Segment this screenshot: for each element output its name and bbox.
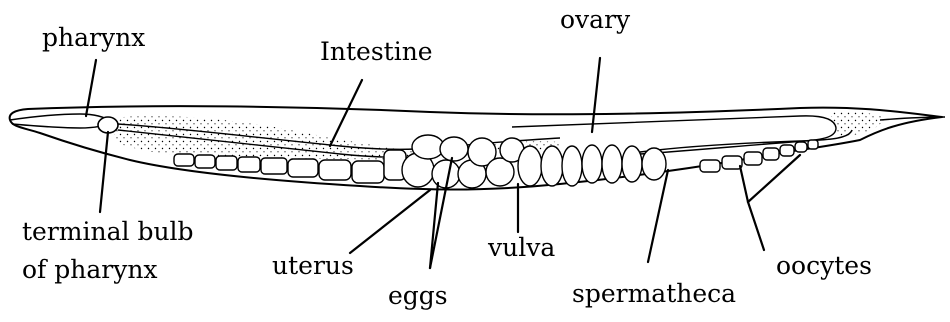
- intestine-posterior: [640, 130, 852, 154]
- label-vulva: vulva: [488, 234, 555, 262]
- label-ovary: ovary: [560, 6, 630, 34]
- leader-oocytes-1: [740, 166, 748, 202]
- label-spermatheca: spermatheca: [572, 280, 736, 308]
- leader-uterus: [350, 190, 430, 253]
- label-eggs: eggs: [388, 282, 448, 310]
- leader-terminal-bulb: [100, 132, 108, 212]
- leader-intestine: [330, 80, 362, 146]
- leader-spermatheca: [648, 170, 668, 262]
- label-intestine: Intestine: [320, 38, 433, 66]
- label-terminal-bulb-line2: of pharynx: [22, 256, 158, 284]
- label-oocytes: oocytes: [776, 252, 872, 280]
- label-uterus: uterus: [272, 252, 354, 280]
- label-pharynx: pharynx: [42, 24, 145, 52]
- leader-ovary: [592, 58, 600, 132]
- leader-oocytes-3: [748, 202, 764, 250]
- leader-eggs-1: [430, 183, 438, 268]
- terminal-bulb: [98, 117, 118, 133]
- head-mouth: [10, 114, 112, 128]
- label-terminal-bulb-line1: terminal bulb: [22, 218, 194, 246]
- eggs-cluster: [402, 135, 524, 188]
